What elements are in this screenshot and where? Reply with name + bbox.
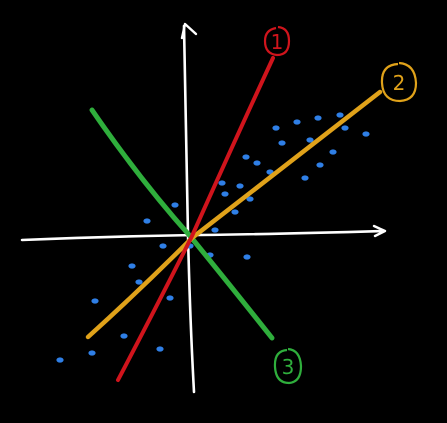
data-point bbox=[218, 180, 226, 186]
y-axis-arrowhead bbox=[180, 22, 198, 40]
data-point bbox=[362, 131, 370, 137]
data-point bbox=[166, 295, 174, 301]
data-point bbox=[143, 218, 151, 224]
data-point bbox=[171, 202, 179, 208]
direction-lines bbox=[85, 56, 383, 382]
data-point bbox=[272, 125, 280, 131]
line-3-label: 3 bbox=[273, 347, 303, 385]
data-point bbox=[314, 115, 322, 121]
data-point bbox=[88, 350, 96, 356]
data-point bbox=[316, 162, 324, 168]
line-2-label-circle bbox=[380, 61, 418, 103]
x-axis-arrowhead bbox=[372, 224, 387, 238]
line-2-label-text: 2 bbox=[393, 71, 406, 95]
data-point bbox=[329, 149, 337, 155]
data-point bbox=[221, 191, 229, 197]
data-point bbox=[341, 125, 349, 131]
data-point bbox=[293, 119, 301, 125]
line-3-label-text: 3 bbox=[282, 355, 295, 379]
data-point bbox=[306, 137, 314, 143]
data-point bbox=[211, 227, 219, 233]
line-1-label: 1 bbox=[263, 25, 291, 57]
data-point bbox=[120, 333, 128, 339]
data-point bbox=[135, 279, 143, 285]
data-point bbox=[91, 298, 99, 304]
data-point bbox=[236, 183, 244, 189]
data-point bbox=[56, 357, 64, 363]
data-point bbox=[128, 263, 136, 269]
data-point bbox=[242, 154, 250, 160]
y-axis bbox=[182, 24, 196, 394]
data-point bbox=[301, 175, 309, 181]
data-point bbox=[159, 243, 167, 249]
line-labels: 1 2 3 bbox=[263, 25, 418, 385]
data-point bbox=[156, 346, 164, 352]
data-point bbox=[253, 160, 261, 166]
line-3 bbox=[89, 107, 275, 341]
line-3-label-circle bbox=[273, 347, 303, 385]
line-1-label-text: 1 bbox=[271, 30, 284, 54]
line-2-label: 2 bbox=[380, 61, 418, 103]
line-1-label-circle bbox=[263, 25, 291, 57]
line-1 bbox=[116, 56, 275, 382]
data-point bbox=[231, 209, 239, 215]
data-point bbox=[243, 254, 251, 260]
data-point bbox=[278, 140, 286, 146]
data-point bbox=[336, 112, 344, 118]
data-point bbox=[246, 196, 254, 202]
x-axis bbox=[20, 229, 385, 242]
data-points bbox=[56, 112, 370, 363]
line-2 bbox=[85, 89, 383, 340]
